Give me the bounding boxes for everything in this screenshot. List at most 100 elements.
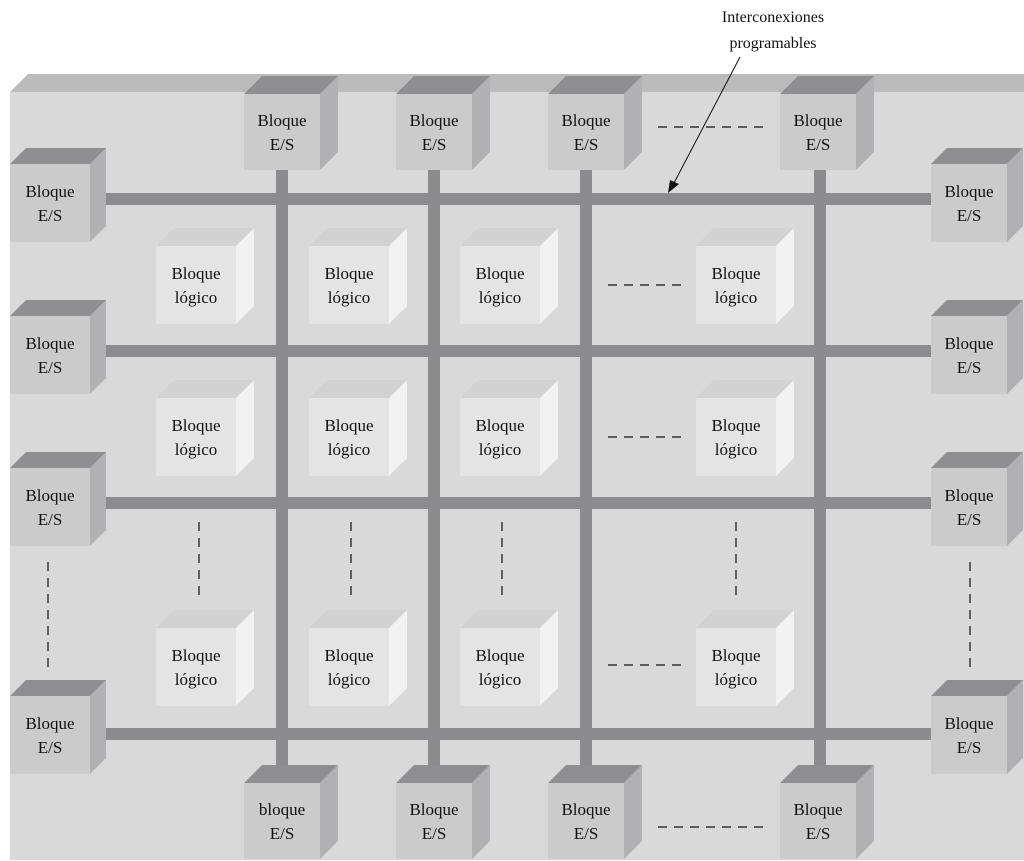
block-side-face [90, 148, 106, 242]
block-label-line2: E/S [957, 510, 982, 529]
block-label-line2: E/S [270, 135, 295, 154]
block-top-face [156, 610, 254, 628]
block-front-face [931, 468, 1007, 546]
block-label-line2: E/S [806, 824, 831, 843]
block-front-face [460, 628, 540, 706]
logic-block-r2-c2: Bloque lógico [309, 380, 407, 476]
block-label-line1: Bloque [25, 334, 74, 353]
block-label-line1: Bloque [25, 182, 74, 201]
block-label-line2: lógico [328, 670, 371, 689]
block-front-face [696, 398, 776, 476]
block-label-line1: Bloque [25, 714, 74, 733]
block-label-line1: Bloque [475, 264, 524, 283]
block-side-face [624, 76, 642, 170]
block-top-face [244, 765, 338, 783]
block-label-line2: E/S [957, 206, 982, 225]
block-side-face [236, 380, 254, 476]
block-front-face [696, 246, 776, 324]
interconnect-horizontal-1 [99, 193, 931, 205]
block-label-line2: E/S [957, 738, 982, 757]
block-front-face [460, 246, 540, 324]
block-top-face [309, 380, 407, 398]
block-top-face [309, 610, 407, 628]
block-side-face [90, 300, 106, 394]
block-front-face [309, 628, 389, 706]
block-side-face [389, 610, 407, 706]
block-top-face [396, 765, 490, 783]
block-label-line1: Bloque [171, 264, 220, 283]
block-label-line1: Bloque [257, 111, 306, 130]
block-label-line2: E/S [806, 135, 831, 154]
block-front-face [931, 316, 1007, 394]
block-side-face [472, 76, 490, 170]
block-front-face [396, 783, 472, 859]
block-label-line1: Bloque [561, 111, 610, 130]
block-top-face [10, 452, 106, 468]
block-label-line1: Bloque [475, 416, 524, 435]
block-top-face [460, 228, 558, 246]
block-label-line2: lógico [715, 288, 758, 307]
block-front-face [10, 164, 90, 242]
block-label-line2: E/S [38, 358, 63, 377]
block-label-line2: lógico [175, 670, 218, 689]
block-top-face [244, 76, 338, 94]
block-top-face [696, 228, 794, 246]
block-label-line2: lógico [175, 288, 218, 307]
interconnect-horizontal-3 [99, 497, 931, 509]
block-top-face [460, 380, 558, 398]
block-label-line2: lógico [479, 440, 522, 459]
block-top-face [10, 680, 106, 696]
block-label-line1: Bloque [324, 646, 373, 665]
block-side-face [1007, 680, 1023, 774]
block-label-line2: E/S [422, 135, 447, 154]
block-side-face [320, 76, 338, 170]
block-top-face [309, 228, 407, 246]
block-side-face [540, 228, 558, 324]
block-front-face [10, 468, 90, 546]
block-label-line1: Bloque [171, 646, 220, 665]
block-label-line2: lógico [328, 440, 371, 459]
block-top-face [156, 380, 254, 398]
block-label-line1: Bloque [324, 416, 373, 435]
block-side-face [1007, 452, 1023, 546]
block-top-face [780, 76, 874, 94]
block-label-line2: lógico [479, 670, 522, 689]
interconnect-vertical-4 [814, 170, 826, 773]
block-front-face [156, 246, 236, 324]
block-front-face [931, 696, 1007, 774]
block-side-face [776, 610, 794, 706]
block-top-face [696, 610, 794, 628]
block-label-line1: bloque [259, 800, 305, 819]
block-label-line2: lógico [479, 288, 522, 307]
logic-block-r1-c3: Bloque lógico [460, 228, 558, 324]
block-label-line2: E/S [270, 824, 295, 843]
block-label-line2: E/S [574, 824, 599, 843]
block-label-line1: Bloque [711, 646, 760, 665]
block-label-line2: lógico [328, 288, 371, 307]
block-side-face [472, 765, 490, 859]
block-front-face [309, 246, 389, 324]
callout-arrow-head [668, 180, 679, 193]
block-top-face [460, 610, 558, 628]
block-label-line1: Bloque [475, 646, 524, 665]
continuation-dashes [47, 126, 971, 828]
block-top-face [931, 300, 1023, 316]
block-top-face [156, 228, 254, 246]
logic-block-r3-c1: Bloque lógico [156, 610, 254, 706]
block-label-line1: Bloque [944, 486, 993, 505]
block-top-face [548, 765, 642, 783]
block-top-face [696, 380, 794, 398]
block-top-face [548, 76, 642, 94]
block-label-line1: Bloque [324, 264, 373, 283]
block-label-line2: lógico [715, 440, 758, 459]
